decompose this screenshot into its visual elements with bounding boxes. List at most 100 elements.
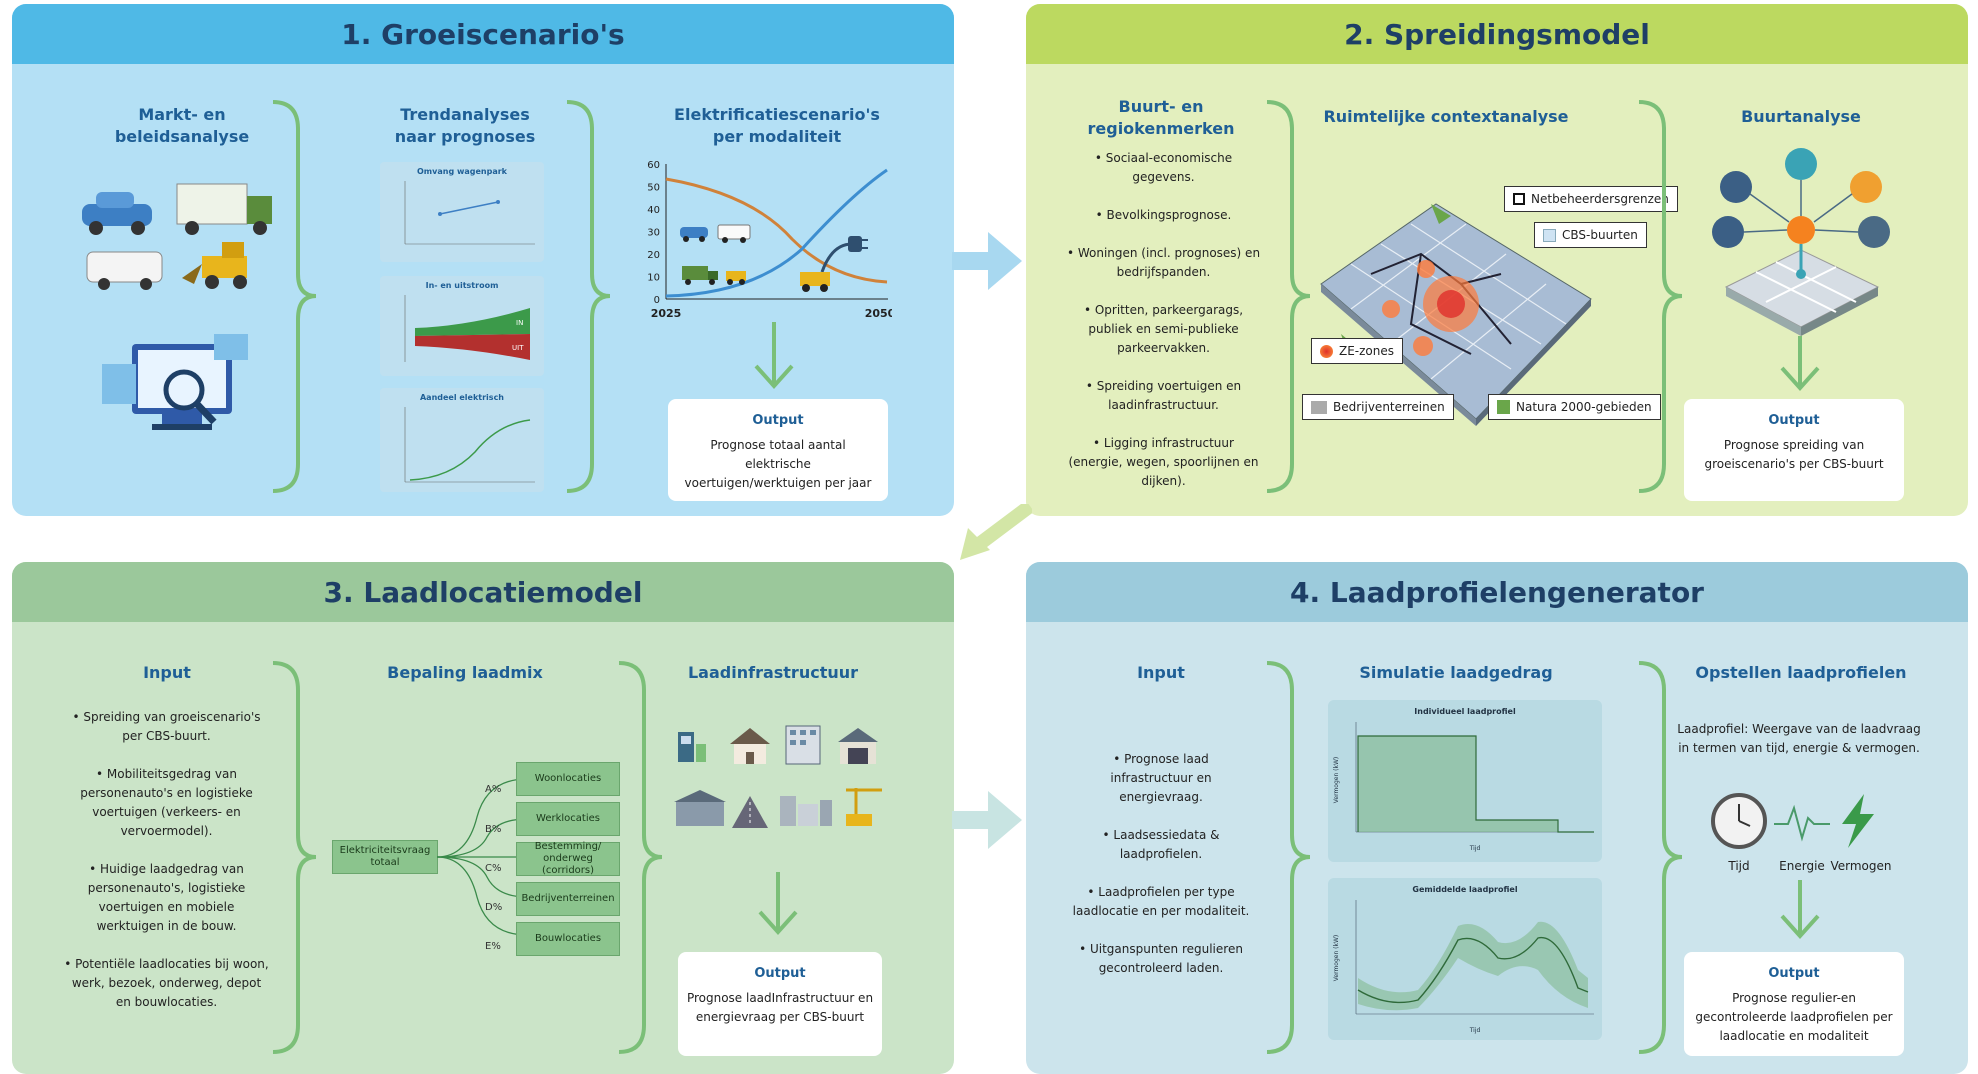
icon-label-vermogen: Vermogen bbox=[1830, 859, 1892, 873]
heat-dot-icon bbox=[1320, 344, 1333, 358]
arrow-right-icon bbox=[952, 232, 1022, 290]
y-axis-label: Vermogen (kW) bbox=[1333, 757, 1340, 804]
y-tick-label: 40 bbox=[647, 205, 660, 216]
p3-col2-title: Bepaling laadmix bbox=[387, 663, 543, 682]
y-tick-label: 0 bbox=[654, 295, 660, 306]
list-item: • Bevolkingsprognose. bbox=[1095, 208, 1232, 222]
arrow-right-icon bbox=[952, 791, 1022, 849]
brace-1 bbox=[272, 100, 317, 493]
mini-chart-wagenpark: Omvang wagenpark bbox=[380, 162, 544, 262]
p1-col2-title: Trendanalyses naar prognoses bbox=[394, 105, 536, 146]
list-item: • Huidige laadgedrag van personenauto's,… bbox=[87, 862, 246, 933]
p2-col1-title: Buurt- en regiokenmerken bbox=[1087, 97, 1235, 138]
panel-1-title: 1. Groeiscenario's bbox=[341, 17, 625, 51]
hotspot bbox=[1382, 300, 1400, 318]
brace-5 bbox=[272, 661, 317, 1054]
list-item: • Laadsessiedata & laadprofielen. bbox=[1102, 828, 1220, 861]
icon-label-energie: Energie bbox=[1779, 859, 1825, 873]
output-title: Output bbox=[754, 966, 806, 981]
p1-col3-title: Elektrificatiescenario's per modaliteit bbox=[674, 105, 880, 146]
panel-groeiscenarios: 1. Groeiscenario's Markt- en beleidsanal… bbox=[12, 4, 954, 516]
mix-target-bestemming: Bestemming/ onderweg (corridors) bbox=[516, 841, 620, 876]
panel-2-header: 2. Spreidingsmodel bbox=[1026, 4, 1968, 64]
legend-natura-2000: Natura 2000-gebieden bbox=[1488, 394, 1661, 420]
brace-2 bbox=[566, 100, 611, 493]
y-tick-label: 60 bbox=[647, 160, 660, 171]
panel-3-title: 3. Laadlocatiemodel bbox=[323, 575, 643, 609]
arrow-down-icon bbox=[754, 322, 794, 389]
van-icon bbox=[717, 224, 751, 243]
panel-1-header: 1. Groeiscenario's bbox=[12, 4, 954, 64]
y-tick-label: 20 bbox=[647, 250, 660, 261]
list-item: • Spreiding van groeiscenario's per CBS-… bbox=[72, 710, 261, 743]
depot-icon bbox=[674, 790, 726, 826]
crane-icon bbox=[846, 788, 882, 826]
individual-profile-chart: Individueel laadprofiel Vermogen (kW) Ti… bbox=[1328, 700, 1602, 862]
brace-8 bbox=[1638, 661, 1683, 1054]
p4-col1-list: • Prognose laad infrastructuur en energi… bbox=[1071, 750, 1251, 997]
list-item: • Opritten, parkeergarags, publiek en se… bbox=[1083, 303, 1244, 355]
car-icon bbox=[1712, 216, 1744, 248]
mix-branches bbox=[437, 778, 527, 936]
mini-chart-aandeel: Aandeel elektrisch bbox=[380, 388, 544, 492]
p3-col1-title: Input bbox=[143, 663, 191, 682]
analytics-illustration bbox=[102, 334, 248, 430]
legend-bedrijventerreinen: Bedrijventerreinen bbox=[1302, 394, 1454, 420]
pct-a: A% bbox=[485, 784, 502, 795]
road-icon bbox=[732, 796, 768, 828]
list-item: • Ligging infrastructuur (energie, wegen… bbox=[1068, 436, 1259, 488]
car-icon bbox=[82, 192, 152, 235]
uit-label: UIT bbox=[512, 344, 524, 352]
panel-2-title: 2. Spreidingsmodel bbox=[1344, 17, 1650, 51]
hotspot bbox=[1417, 260, 1435, 278]
list-item: • Potentiële laadlocaties bij woon, werk… bbox=[64, 957, 269, 1009]
pct-d: D% bbox=[485, 902, 503, 913]
brace-7 bbox=[1266, 661, 1311, 1054]
pct-c: C% bbox=[485, 863, 502, 874]
output-title: Output bbox=[1768, 413, 1820, 428]
p1-col1-title: Markt- en beleidsanalyse bbox=[114, 105, 250, 146]
panel-spreidingsmodel: 2. Spreidingsmodel Buurt- en regiokenmer… bbox=[1026, 4, 1968, 516]
legend-netbeheerdersgrenzen: Netbeheerdersgrenzen bbox=[1504, 186, 1678, 212]
p4-col3-title: Opstellen laadprofielen bbox=[1695, 663, 1907, 682]
loader-icon bbox=[800, 272, 830, 292]
profile-description: Laadprofiel: Weergave van de laadvraag i… bbox=[1677, 722, 1921, 755]
list-item: • Laadprofielen per type laadlocatie en … bbox=[1072, 885, 1250, 918]
arrow-down-icon bbox=[1780, 336, 1820, 391]
output-text: Prognose spreiding van groeiscenario's p… bbox=[1704, 438, 1884, 471]
y-tick-label: 30 bbox=[647, 228, 660, 239]
brace-3 bbox=[1266, 100, 1311, 493]
square-outline-icon bbox=[1513, 193, 1525, 205]
list-item: • Mobiliteitsgedrag van personenauto's e… bbox=[80, 767, 253, 838]
infrastructure-illustration bbox=[674, 725, 882, 828]
users-icon bbox=[1720, 171, 1752, 203]
clock-icon bbox=[1711, 793, 1767, 849]
car-icon bbox=[680, 227, 708, 242]
office-icon bbox=[785, 725, 821, 765]
p3-col3-title: Laadinfrastructuur bbox=[687, 663, 859, 682]
arrow-down-icon bbox=[758, 872, 798, 935]
list-item: • Spreiding voertuigen en laadinfrastruc… bbox=[1085, 379, 1242, 412]
panel-3-header: 3. Laadlocatiemodel bbox=[12, 562, 954, 622]
y-axis-label: Vermogen (kW) bbox=[1333, 935, 1340, 982]
panel-laadlocatiemodel: 3. Laadlocatiemodel Input • Spreiding va… bbox=[12, 562, 954, 1074]
buildings-icon bbox=[780, 796, 832, 826]
square-fill-icon bbox=[1543, 228, 1556, 242]
output-title: Output bbox=[752, 413, 804, 428]
output-text: Prognose regulier-en gecontroleerde laad… bbox=[1695, 991, 1893, 1043]
buurtanalyse-illustration bbox=[1712, 148, 1890, 336]
mix-target-bedrijven: Bedrijventerreinen bbox=[516, 882, 620, 916]
p2-col1-list: • Sociaal-economische gegevens. • Bevolk… bbox=[1066, 149, 1261, 510]
hub-icon bbox=[1787, 216, 1815, 244]
mix-target-woon: Woonlocaties bbox=[516, 762, 620, 796]
p4-col1-title: Input bbox=[1137, 663, 1185, 682]
location-pin-icon bbox=[1785, 148, 1817, 180]
brace-6 bbox=[618, 661, 663, 1054]
p4-col2-title: Simulatie laadgedrag bbox=[1359, 663, 1553, 682]
chart-title: Individueel laadprofiel bbox=[1414, 707, 1516, 716]
pulse-icon bbox=[1774, 804, 1830, 842]
average-profile-chart: Gemiddelde laadprofiel Vermogen (kW) Tij… bbox=[1328, 878, 1602, 1040]
p3-output-box: Output Prognose laadInfrastructuur en en… bbox=[678, 952, 882, 1056]
output-text: Prognose laadInfrastructuur en energievr… bbox=[686, 991, 874, 1024]
